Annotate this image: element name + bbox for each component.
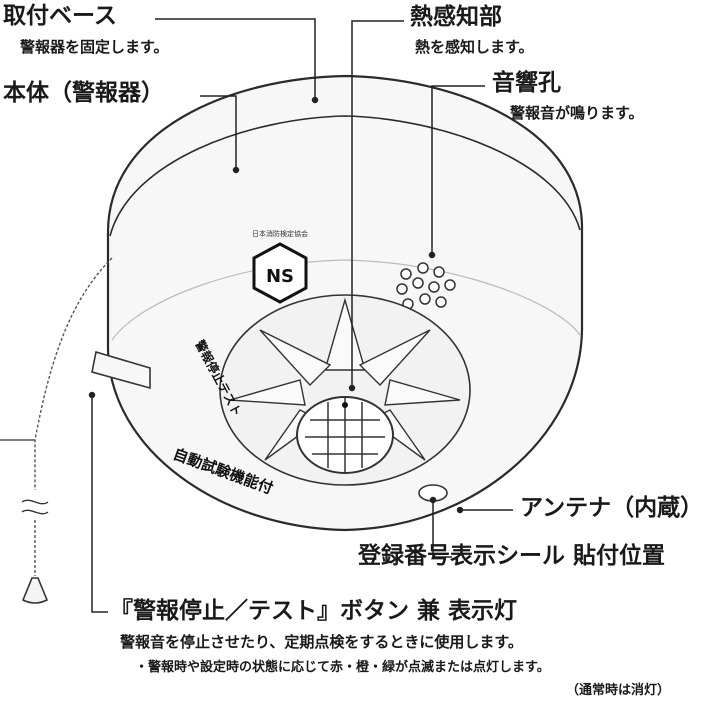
- leader-sensor: [351, 20, 404, 388]
- base-seam: [109, 115, 581, 237]
- button-note: ・警報時や設定時の状態に応じて赤・橙・緑が点滅または点灯します。: [135, 660, 550, 675]
- button-desc: 警報音を停止させたり、定期点検をするときに使用します。: [120, 633, 523, 651]
- cord-weight: [21, 577, 49, 604]
- sound-title: 音響孔: [492, 70, 561, 96]
- body-rim: [111, 259, 581, 341]
- heat-sensor-area: [219, 294, 471, 486]
- certification-mark: NS 日本消防検定協会: [252, 229, 308, 304]
- leader-sound: [431, 85, 485, 255]
- mark-ns: NS: [266, 266, 294, 287]
- base-title: 取付ベース: [3, 3, 117, 29]
- pull-strap: [91, 350, 151, 390]
- mark-small-text: 日本消防検定協会: [252, 229, 308, 238]
- cord-break: [21, 499, 49, 515]
- button-note-normal: （通常時は消灯）: [566, 683, 671, 698]
- sensor-title: 熱感知部: [410, 4, 502, 30]
- antenna-title: アンテナ（内蔵）: [520, 495, 704, 521]
- leader-base: [155, 18, 316, 100]
- sound-holes: [396, 262, 456, 310]
- base-desc: 警報器を固定します。: [20, 38, 169, 56]
- button-title: 『警報停止／テスト』ボタン 兼 表示灯: [110, 598, 518, 624]
- leader-button: [91, 395, 108, 613]
- body-title: 本体（警報器）: [3, 80, 164, 106]
- sensor-desc: 熱を感知します。: [415, 38, 534, 56]
- seal-title: 登録番号表示シール 貼付位置: [358, 543, 666, 569]
- sound-desc: 警報音が鳴ります。: [510, 104, 644, 122]
- leader-seal: [432, 500, 452, 558]
- leader-body: [200, 95, 237, 170]
